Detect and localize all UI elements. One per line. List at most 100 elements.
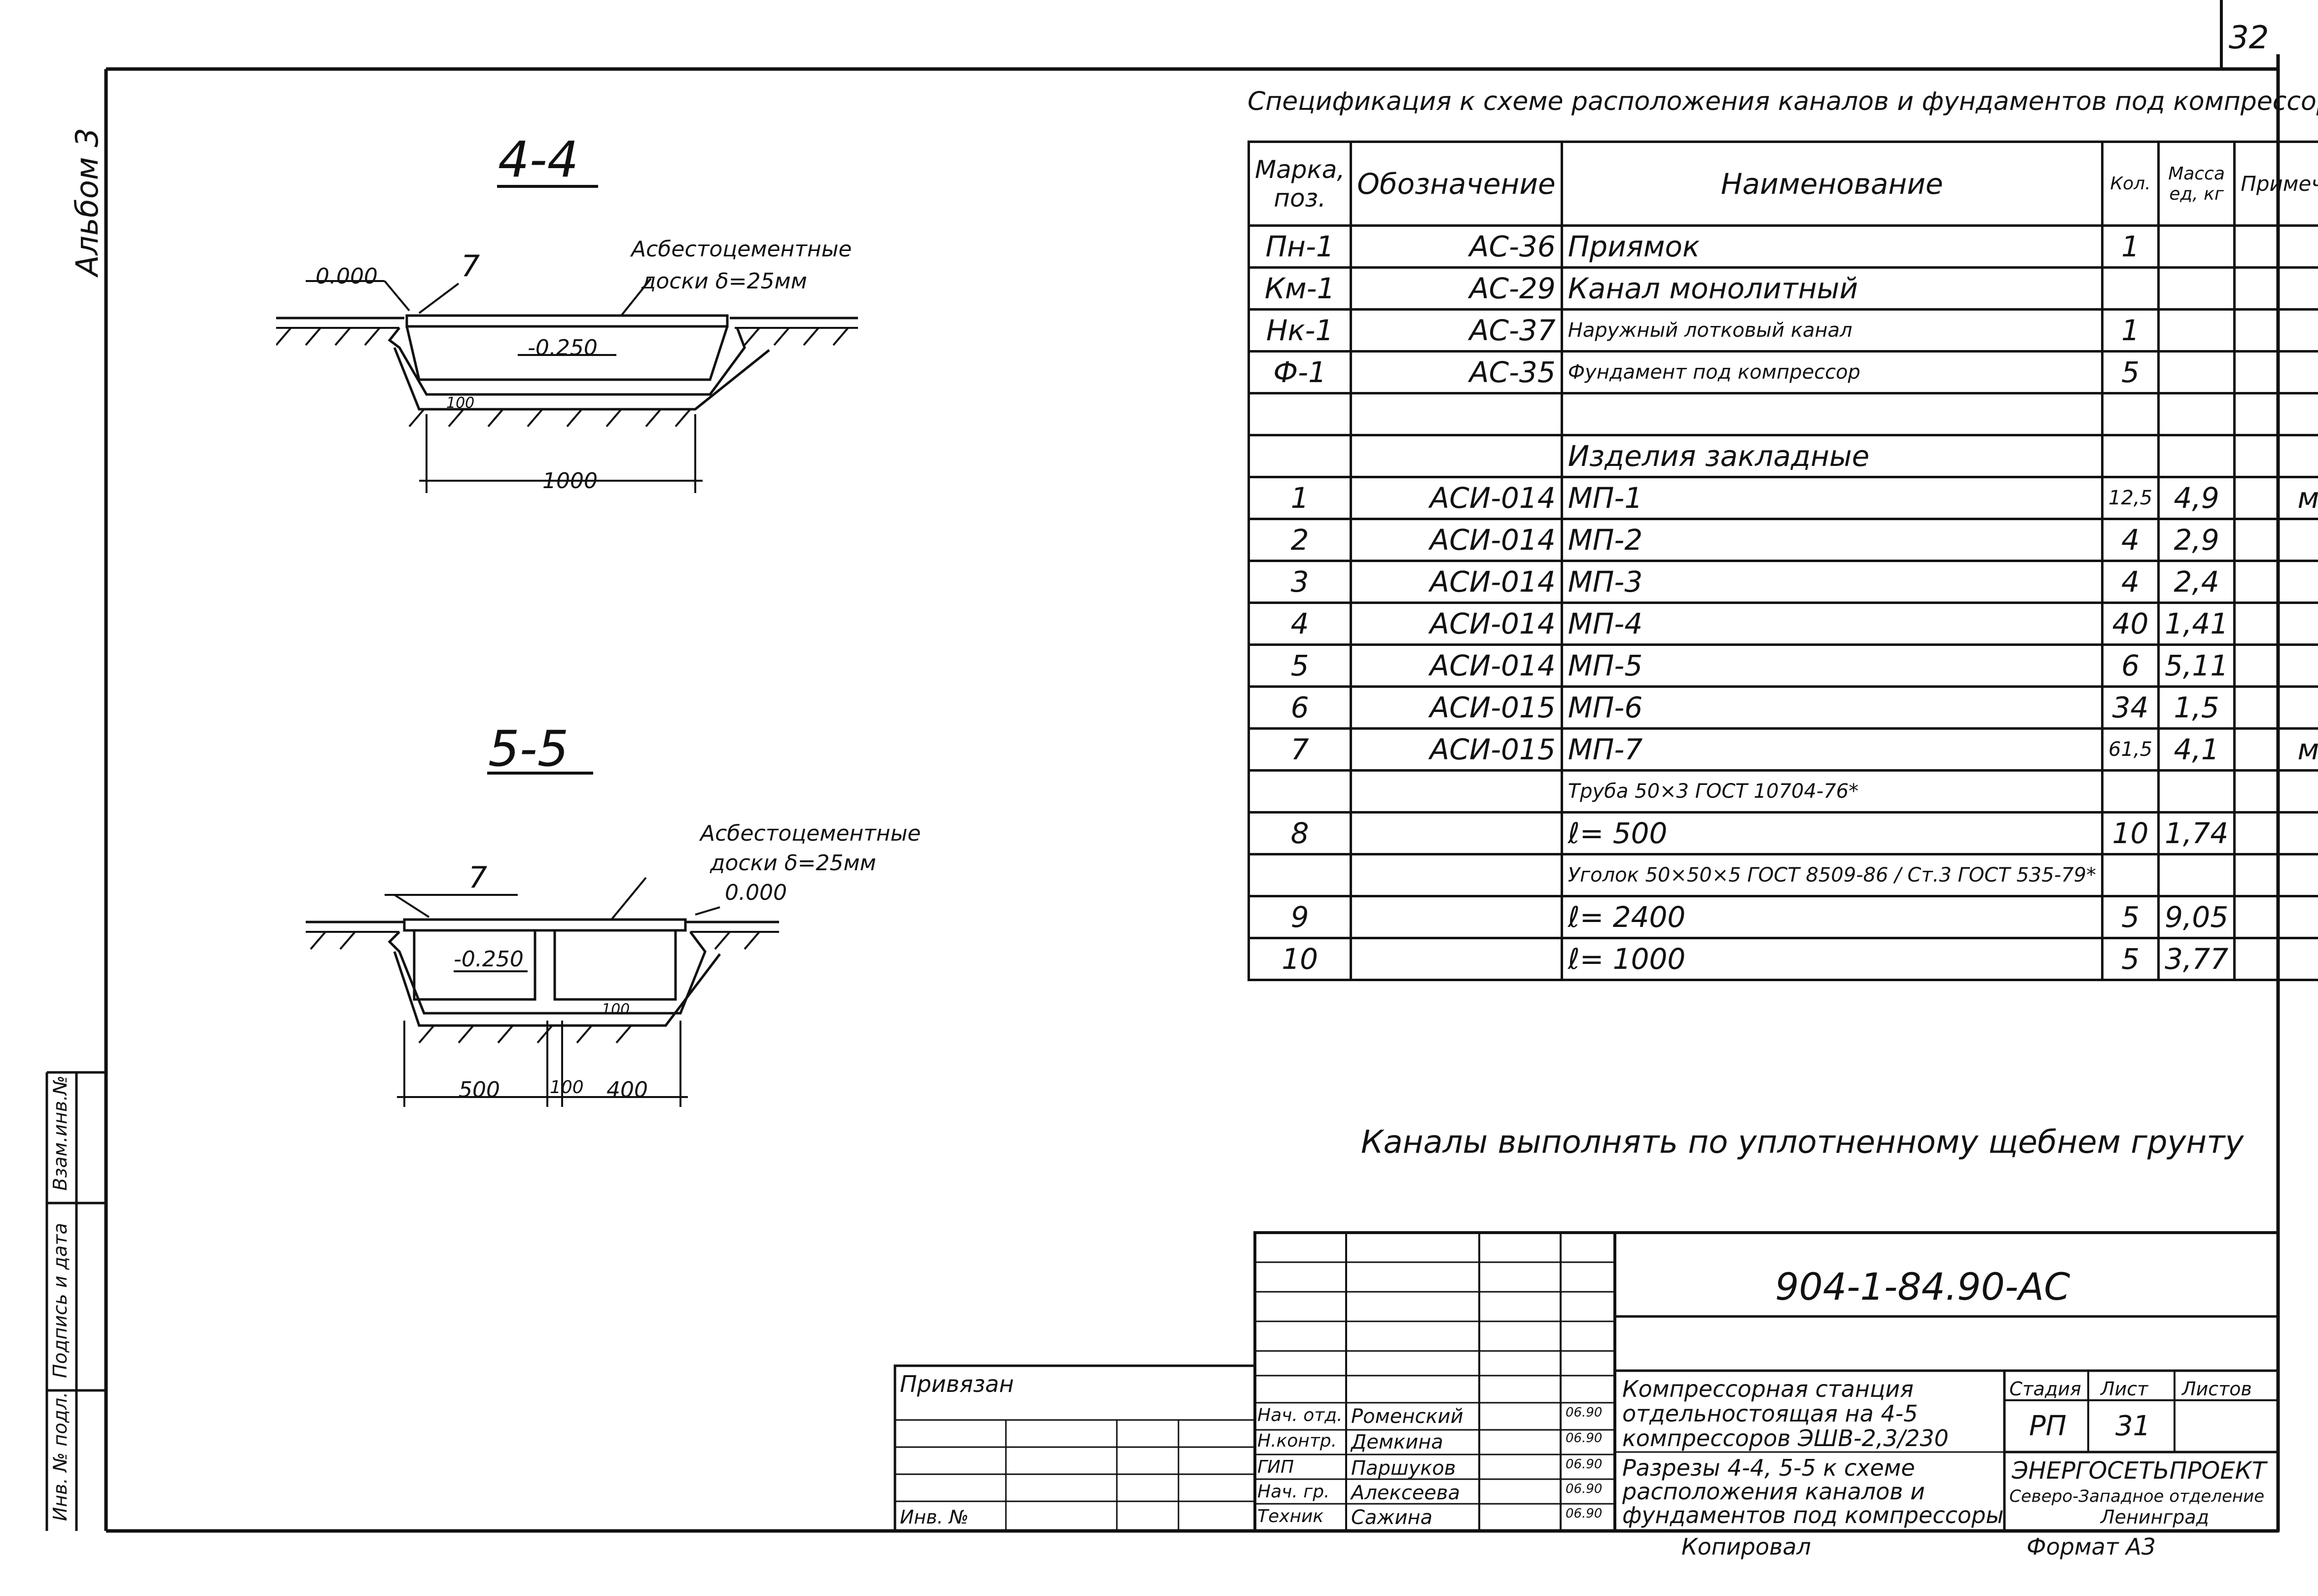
spec-row: Труба 50×3 ГОСТ 10704-76* [1247, 769, 2318, 814]
spec-cell-name: Фундамент под компрессор [1560, 350, 2104, 394]
spec-cell-designation: АСИ-014 [1350, 602, 1563, 646]
spec-cell-designation: АС-36 [1350, 224, 1563, 269]
spec-cell-note [2233, 224, 2318, 269]
spec-cell-mark: Ф-1 [1247, 350, 1353, 394]
signature-name: Роменский [1351, 1405, 1463, 1428]
section-5-5-elevation-top: 0.000 [725, 880, 787, 905]
spec-cell-designation [1350, 392, 1563, 436]
spec-cell-name: ℓ= 500 [1560, 811, 2104, 855]
project-line-1: Компрессорная станция [1622, 1376, 1914, 1402]
spec-cell-mark: 5 [1247, 643, 1353, 688]
spec-row [1247, 392, 2318, 436]
sheet-desc-line-1: Разрезы 4-4, 5-5 к схеме [1622, 1454, 1915, 1481]
spec-cell-designation [1350, 811, 1563, 855]
signature-date: 06.90 [1566, 1506, 1603, 1521]
spec-cell-name: МП-1 [1560, 476, 2104, 520]
sheet-number: 32 [2229, 20, 2269, 56]
spec-cell-mark: 7 [1247, 727, 1353, 772]
spec-cell-mass: 2,4 [2157, 560, 2236, 604]
spec-cell-note [2233, 518, 2318, 562]
signature-date: 06.90 [1566, 1482, 1603, 1496]
spec-cell-name: МП-3 [1560, 560, 2104, 604]
spec-cell-mass [2157, 308, 2236, 353]
spec-cell-mark [1247, 392, 1353, 436]
spec-cell-mark [1247, 853, 1353, 897]
spec-cell-name: Труба 50×3 ГОСТ 10704-76* [1560, 769, 2104, 814]
spec-header-note: Примечание [2233, 141, 2318, 227]
signature-role: ГИП [1257, 1457, 1294, 1477]
section-5-5-drawing [306, 877, 779, 1107]
section-5-5-elevation-bottom: -0.250 [454, 947, 524, 972]
spec-cell-mass [2157, 266, 2236, 311]
spec-cell-note [2233, 937, 2318, 981]
section-5-5-mark: 7 [468, 860, 488, 895]
inv-label: Инв. № [900, 1506, 969, 1528]
spec-cell-mark: Нк-1 [1247, 308, 1353, 353]
spec-cell-designation [1350, 937, 1563, 981]
bound-label: Привязан [900, 1371, 1014, 1397]
section-4-4-elevation-top: 0.000 [316, 264, 378, 289]
spec-cell-name: Наружный лотковый канал [1560, 308, 2104, 353]
spec-cell-designation: АС-29 [1350, 266, 1563, 311]
format-label: Формат А3 [2027, 1533, 2156, 1560]
spec-cell-mark: 3 [1247, 560, 1353, 604]
spec-cell-qty: 4 [2101, 560, 2160, 604]
spec-cell-name: Канал монолитный [1560, 266, 2104, 311]
section-5-5-thickness: 100 [602, 1001, 630, 1018]
spec-cell-designation: АСИ-014 [1350, 560, 1563, 604]
spec-cell-designation [1350, 895, 1563, 939]
project-line-3: компрессоров ЭШВ-2,3/230 [1622, 1425, 1949, 1452]
spec-cell-mark: 2 [1247, 518, 1353, 562]
signature-name: Паршуков [1351, 1457, 1456, 1480]
spec-header-qty: Кол. [2101, 141, 2160, 227]
stage-label: Стадия [2009, 1378, 2081, 1400]
spec-cell-note [2233, 853, 2318, 897]
spec-cell-mass: 1,5 [2157, 685, 2236, 730]
section-5-5-note-1: Асбестоцементные [700, 821, 921, 846]
section-4-4-note-2: доски δ=25мм [641, 269, 807, 294]
sheet-desc-line-2: расположения каналов и [1622, 1478, 1925, 1505]
signature-date: 06.90 [1566, 1457, 1603, 1472]
spec-cell-note: м [2233, 727, 2318, 772]
spec-cell-qty: 12,5 [2101, 476, 2160, 520]
sheets-label: Листов [2182, 1378, 2252, 1400]
spec-cell-note [2233, 434, 2318, 478]
signature-date: 06.90 [1566, 1431, 1603, 1446]
spec-cell-qty: 10 [2101, 811, 2160, 855]
spec-cell-qty: 6 [2101, 643, 2160, 688]
spec-cell-name: МП-4 [1560, 602, 2104, 646]
spec-cell-designation [1350, 769, 1563, 814]
spec-cell-qty: 1 [2101, 224, 2160, 269]
doc-code: 904-1-84.90-АС [1775, 1265, 2070, 1309]
section-5-5-dim-2: 100 [550, 1077, 584, 1098]
spec-cell-mark: 10 [1247, 937, 1353, 981]
section-4-4-mark: 7 [461, 249, 480, 284]
spec-cell-qty [2101, 434, 2160, 478]
spec-cell-note [2233, 643, 2318, 688]
spec-cell-note [2233, 811, 2318, 855]
spec-cell-note [2233, 602, 2318, 646]
spec-cell-qty [2101, 392, 2160, 436]
spec-cell-mark [1247, 434, 1353, 478]
bottom-note: Каналы выполнять по уплотненному щебнем … [1361, 1124, 2244, 1161]
spec-cell-mark: Км-1 [1247, 266, 1353, 311]
signature-date: 06.90 [1566, 1405, 1603, 1420]
spec-row: Изделия закладные [1247, 434, 2318, 478]
spec-cell-designation: АСИ-015 [1350, 685, 1563, 730]
spec-cell-designation: АСИ-014 [1350, 643, 1563, 688]
spec-title: Спецификация к схеме расположения канало… [1248, 87, 2318, 116]
spec-cell-name [1560, 392, 2104, 436]
spec-cell-mass [2157, 769, 2236, 814]
spec-cell-qty: 34 [2101, 685, 2160, 730]
spec-cell-qty: 4 [2101, 518, 2160, 562]
spec-cell-designation: АС-37 [1350, 308, 1563, 353]
spec-cell-mass: 2,9 [2157, 518, 2236, 562]
spec-cell-mass: 3,77 [2157, 937, 2236, 981]
section-5-5-dim-1: 500 [459, 1077, 500, 1102]
org-branch: Северо-Западное отделение [2009, 1487, 2265, 1506]
spec-cell-designation: АСИ-014 [1350, 518, 1563, 562]
